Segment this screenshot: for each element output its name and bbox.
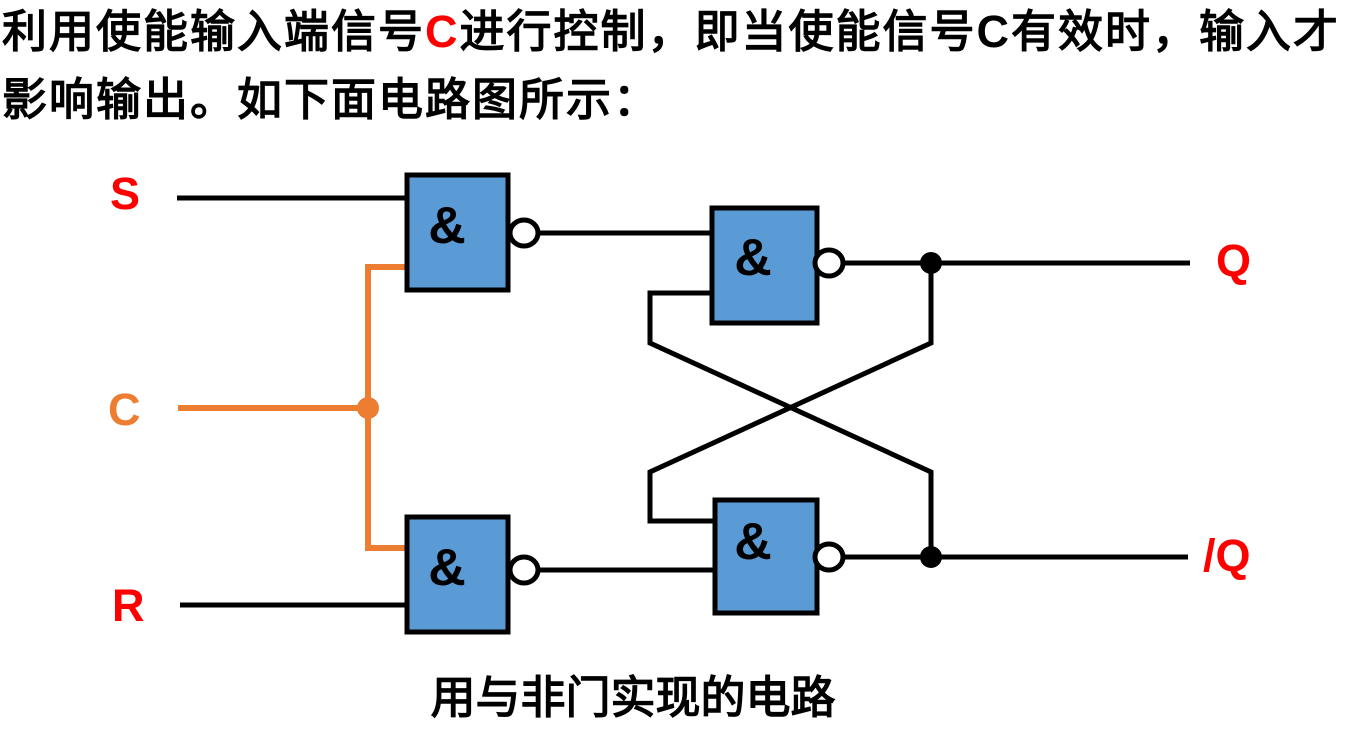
label-qbar: /Q [1203,530,1251,581]
label-q: Q [1216,235,1252,286]
inverter-bubble-gate-qbar [812,541,846,573]
nand-gate-s-symbol: & [428,197,466,255]
nand-gate-s-box [404,172,511,293]
intro-text: 利用使能输入端信号C进行控制，即当使能信号C有效时，输入才 影响输出。如下面电路… [2,0,1364,134]
junction-dot-c [357,397,379,419]
junction-dot-q [920,252,942,274]
inverter-bubble-gate-q [812,247,846,279]
intro-line-1: 利用使能输入端信号C进行控制，即当使能信号C有效时，输入才 [2,0,1364,66]
label-s: S [110,168,141,219]
nand-gate-q-box [709,205,820,326]
nand-gate-r-box [404,514,511,635]
nand-gate-r-symbol: & [428,539,466,597]
label-c: C [108,384,141,435]
circuit-caption: 用与非门实现的电路 [430,672,836,723]
inverter-bubble-gate-s [507,217,541,249]
label-r: R [112,580,145,631]
intro-line-2: 影响输出。如下面电路图所示： [2,74,661,125]
wire-qbar-feedback-cross [647,290,934,557]
inverter-bubble-gate-r [507,554,541,586]
intro-line1-seg3: 进行控制，即当使能信号C有效时，输入才 [459,6,1341,57]
intro-line1-seg1: 利用使能输入端信号 [2,6,426,57]
junction-dot-qbar [920,546,942,568]
nand-gate-qbar-symbol: & [734,513,772,571]
intro-line1-enable-c: C [425,6,460,57]
nand-gate-q-symbol: & [734,229,772,287]
wire-q-feedback-cross [647,263,934,524]
nand-gate-qbar-box [712,497,820,616]
